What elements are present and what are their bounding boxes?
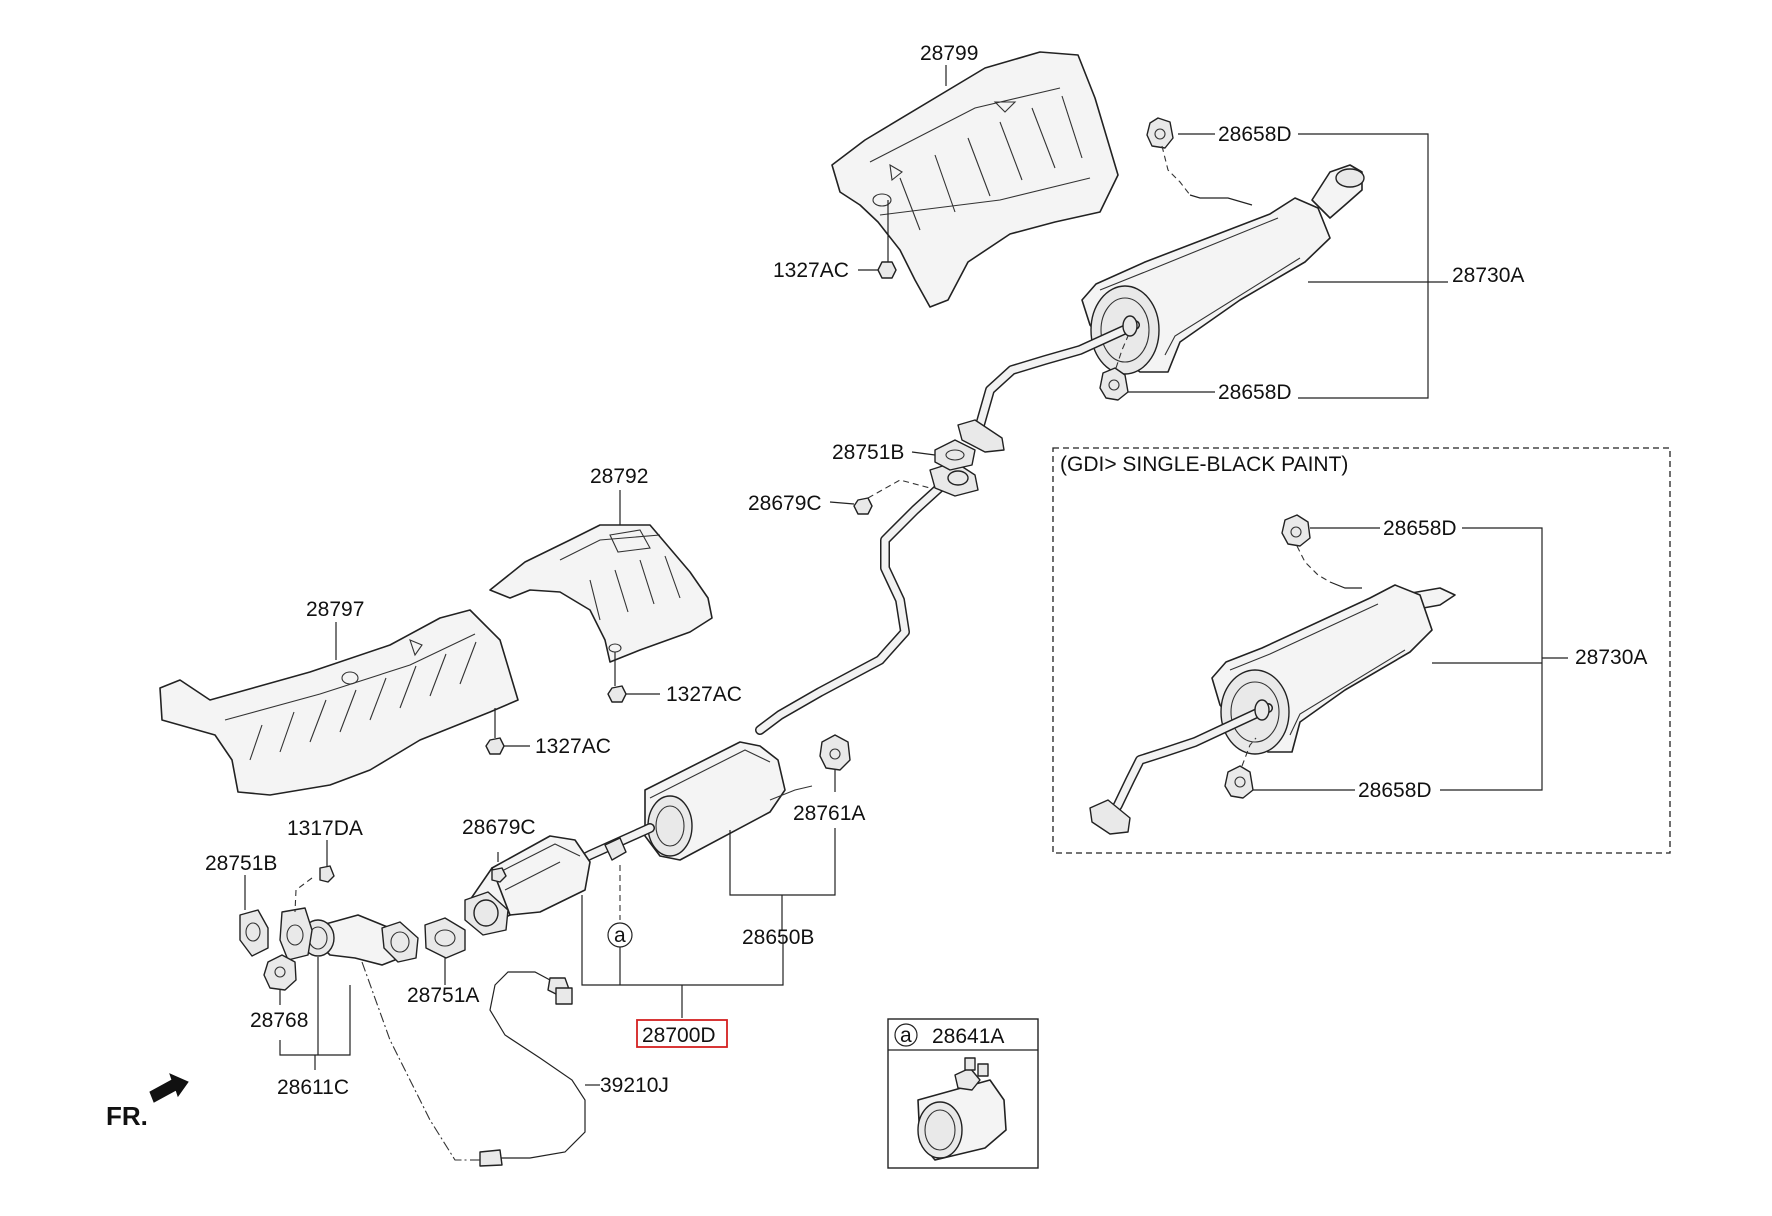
gdi-label-28658d-top[interactable]: 28658D: [1383, 517, 1457, 540]
gdi-title: (GDI> SINGLE-BLACK PAINT): [1060, 453, 1348, 476]
gdi-variant-box: [1052, 447, 1671, 854]
front-direction-arrow-icon: [149, 1073, 189, 1103]
gdi-label-28730a[interactable]: 28730A: [1575, 646, 1647, 669]
label-39210j[interactable]: 39210J: [600, 1074, 669, 1097]
label-28730a[interactable]: 28730A: [1452, 264, 1524, 287]
label-28679c-lower[interactable]: 28679C: [462, 816, 536, 839]
hanger-28768[interactable]: [263, 954, 297, 991]
catalytic-converter-28700d[interactable]: [464, 835, 591, 936]
label-28751a[interactable]: 28751A: [407, 984, 479, 1007]
flange-28751b-lower-second[interactable]: [279, 907, 313, 961]
gdi-label-28658d-bottom[interactable]: 28658D: [1358, 779, 1432, 802]
center-muffler-pipe-28650b[interactable]: [560, 461, 979, 873]
nut-1327ac-mid[interactable]: [607, 685, 627, 703]
label-1327ac-low[interactable]: 1327AC: [535, 735, 611, 758]
heat-shield-28799[interactable]: [831, 51, 1119, 308]
oxygen-sensor-39210j[interactable]: [470, 971, 586, 1167]
clamp-detail-box: [887, 1018, 1039, 1169]
hanger-28658d-mid[interactable]: [1099, 367, 1129, 401]
bolt-1317da[interactable]: [319, 865, 335, 883]
clamp-28641a[interactable]: [917, 1057, 1007, 1161]
front-pipe-28611c[interactable]: [301, 914, 419, 966]
nut-1327ac-low[interactable]: [485, 737, 505, 755]
label-28751b-upper[interactable]: 28751B: [832, 441, 904, 464]
heat-shield-28792[interactable]: [489, 524, 713, 663]
highlight-box-28700d: [636, 1019, 728, 1048]
nut-28679c-upper[interactable]: [853, 497, 873, 515]
callout-a[interactable]: a: [614, 924, 626, 947]
label-28658d-top[interactable]: 28658D: [1218, 123, 1292, 146]
label-28658d-mid[interactable]: 28658D: [1218, 381, 1292, 404]
gasket-28751b-upper[interactable]: [934, 439, 976, 471]
label-28792[interactable]: 28792: [590, 465, 648, 488]
callout-a-box: a: [900, 1024, 912, 1047]
nut-28679c-lower[interactable]: [491, 867, 507, 883]
label-1317da[interactable]: 1317DA: [287, 817, 363, 840]
label-28768[interactable]: 28768: [250, 1009, 308, 1032]
rear-muffler-28730a[interactable]: [957, 164, 1365, 453]
label-28700d[interactable]: 28700D: [642, 1024, 716, 1047]
label-28751b-lower[interactable]: 28751B: [205, 852, 277, 875]
hanger-28761a[interactable]: [819, 734, 851, 771]
label-28799[interactable]: 28799: [920, 42, 978, 65]
label-28611c[interactable]: 28611C: [277, 1076, 349, 1099]
gdi-hanger-28658d-bottom[interactable]: [1224, 765, 1254, 799]
gdi-hanger-28658d-top[interactable]: [1281, 514, 1311, 547]
label-front: FR.: [106, 1101, 148, 1131]
label-1327ac-top[interactable]: 1327AC: [773, 259, 849, 282]
gasket-28751b-lower[interactable]: [239, 909, 269, 957]
label-28679c-upper[interactable]: 28679C: [748, 492, 822, 515]
hanger-28658d-top[interactable]: [1146, 117, 1174, 149]
gdi-rear-muffler-28730a[interactable]: [1089, 584, 1456, 835]
gasket-28751a[interactable]: [424, 917, 466, 959]
label-28797[interactable]: 28797: [306, 598, 364, 621]
label-28641a[interactable]: 28641A: [932, 1025, 1004, 1048]
label-28761a[interactable]: 28761A: [793, 802, 865, 825]
label-1327ac-mid[interactable]: 1327AC: [666, 683, 742, 706]
heat-shield-28797[interactable]: [159, 609, 519, 796]
label-28650b[interactable]: 28650B: [742, 926, 814, 949]
nut-1327ac-top[interactable]: [877, 261, 897, 279]
